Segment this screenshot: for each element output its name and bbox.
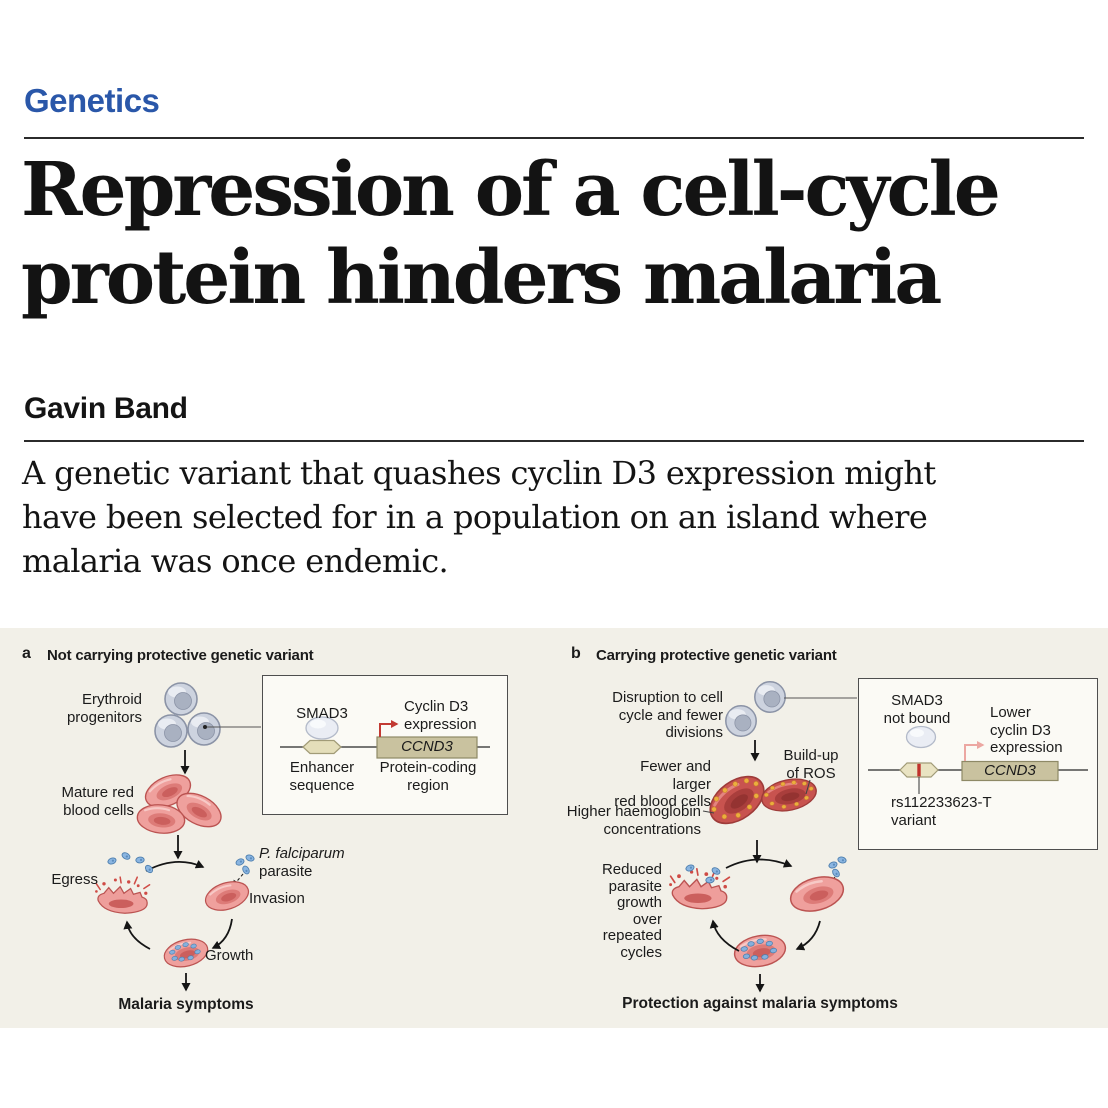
label-smad3-not-bound: SMAD3 not bound [883,692,951,727]
label-ros-buildup: Build-up of ROS [783,747,839,782]
label-erythroid-progenitors: Erythroid progenitors [66,691,142,726]
label-enhancer-sequence: Enhancer sequence [289,759,355,794]
label-invasion: Invasion [249,890,305,907]
standfirst-line-2: have been selected for in a population o… [22,498,928,536]
figure-illustration [94,681,1088,993]
label-mature-red-blood-cells: Mature red blood cells [61,784,134,819]
label-cyclin-d3-expression: Cyclin D3 expression [404,698,477,733]
author-byline: Gavin Band [24,392,188,425]
panel-b-title: Carrying protective genetic variant [596,647,837,664]
panel-a-art [94,682,490,992]
standfirst-line-1: A genetic variant that quashes cyclin D3… [22,454,936,492]
label-parasite: parasite [259,863,313,880]
label-growth: Growth [205,947,254,964]
label-ccnd3-gene-b: CCND3 [984,762,1036,779]
label-ccnd3-gene: CCND3 [401,738,453,755]
panel-a-title: Not carrying protective genetic variant [47,647,314,664]
standfirst: A genetic variant that quashes cyclin D3… [22,451,936,583]
top-divider [24,137,1084,139]
headline-line-2: protein hinders malaria [21,235,942,321]
label-egress: Egress [51,871,98,888]
label-higher-haemoglobin: Higher haemoglobin concentrations [566,803,701,838]
label-protein-coding-region: Protein-coding region [379,759,477,794]
headline-line-1: Repression of a cell-cycle [21,147,1001,233]
label-fewer-larger-cells: Fewer and larger red blood cells [614,758,711,810]
section-kicker: Genetics [24,82,160,119]
label-reduced-parasite-growth: Reduced parasite growth over repeated cy… [601,861,662,961]
figure-panel: a Not carrying protective genetic varian… [0,628,1108,1028]
label-rs112233623-variant: rs112233623-T variant [891,794,992,829]
label-protection-against-malaria: Protection against malaria symptoms [622,995,898,1012]
standfirst-line-3: malaria was once endemic. [22,542,449,580]
panel-a-letter: a [22,645,31,662]
panel-b-art [668,681,1088,993]
label-lower-cyclin-d3: Lower cyclin D3 expression [990,704,1063,756]
label-p-falciparum: P. falciparum [259,845,345,862]
label-disruption-cell-cycle: Disruption to cell cycle and fewer divis… [612,689,723,741]
byline-divider [24,440,1084,442]
panel-b-letter: b [571,645,581,662]
label-malaria-symptoms: Malaria symptoms [118,996,254,1013]
label-smad3: SMAD3 [296,705,348,722]
